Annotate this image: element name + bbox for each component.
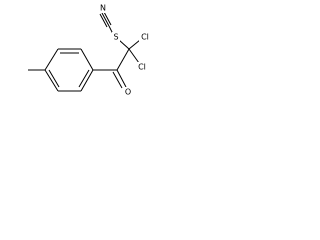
bond-c-cl2 [128,48,140,64]
bond-c-cl1 [128,39,141,50]
chemical-structure: S N O Cl Cl [28,3,151,97]
bond-ring-inner-2 [78,69,90,88]
bond-cn-3 [99,13,108,28]
chlorine-label-1: Cl [141,33,149,42]
bond-carbonyl-1 [116,69,127,88]
chlorine-label-2: Cl [138,63,146,72]
sulfur-label: S [113,33,118,42]
bond-c-s [118,39,130,50]
bond-cn-2 [103,11,112,26]
bond-cn-1 [101,12,110,27]
bond-carbonyl-ccl2 [116,48,130,71]
nitrogen-label: N [100,4,106,13]
bond-ring-4 [80,69,94,92]
structure-canvas: S N O Cl Cl [0,0,167,142]
bond-ring-inner-3 [48,69,60,88]
bond-ring-6 [44,69,59,92]
bond-carbonyl-2 [112,71,123,89]
bond-ring-3 [80,48,94,71]
bond-ring-1 [44,48,59,71]
oxygen-label: O [125,88,131,97]
